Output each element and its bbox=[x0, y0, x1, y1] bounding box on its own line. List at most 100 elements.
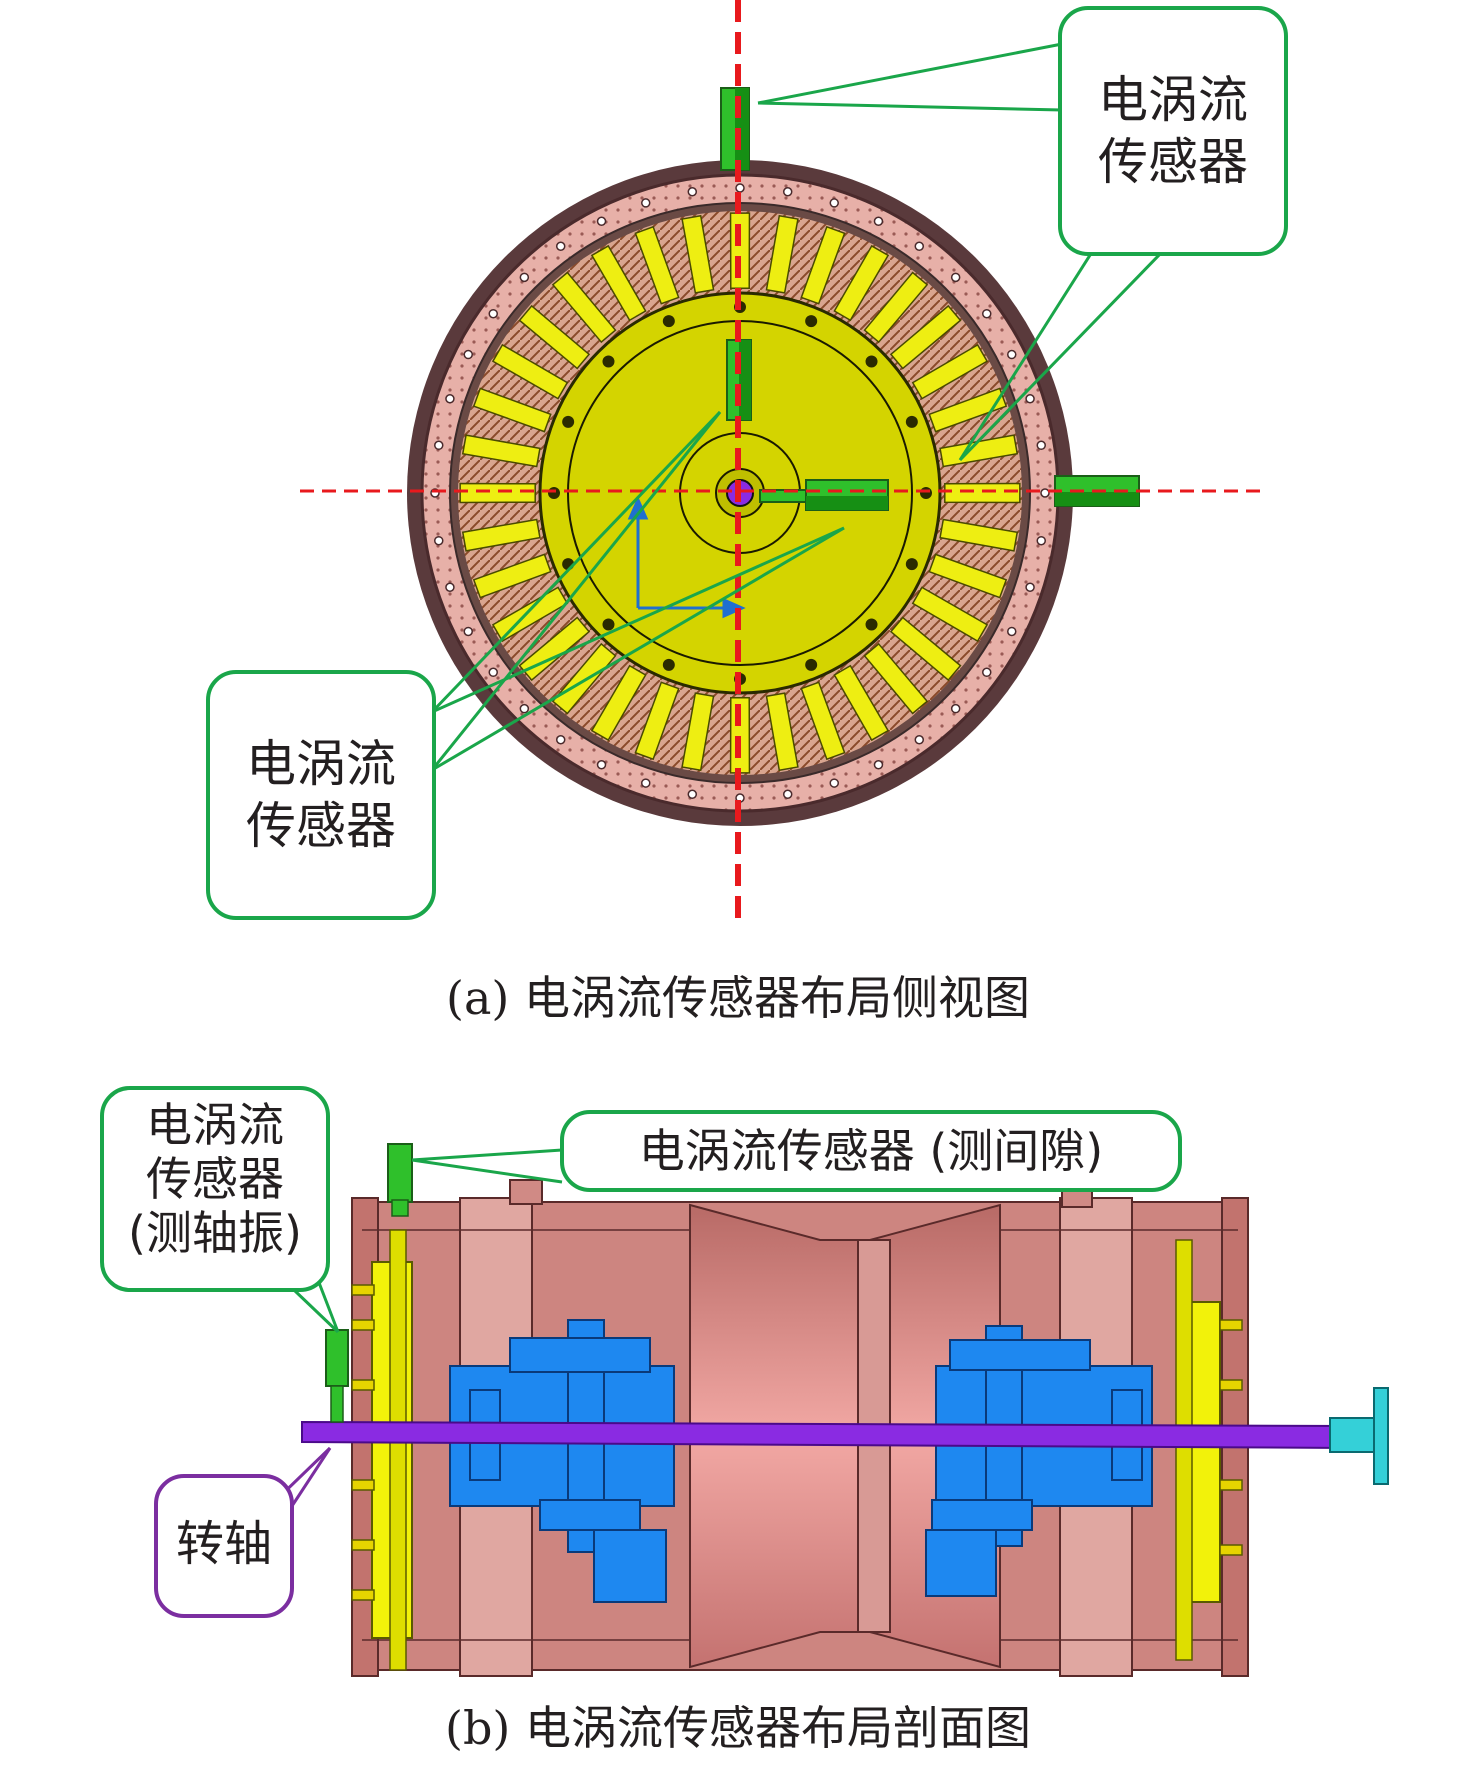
stator-tooth bbox=[928, 387, 1008, 433]
callout-line-2: 传感器 bbox=[1098, 133, 1248, 191]
callout-line-1: 电涡流 bbox=[146, 1098, 284, 1152]
housing-bolt bbox=[687, 187, 698, 197]
housing-bolt bbox=[488, 667, 498, 678]
stator-tooth bbox=[551, 642, 617, 715]
stator-tooth bbox=[863, 642, 929, 715]
housing-bolt bbox=[1040, 488, 1050, 498]
housing-bolt bbox=[445, 393, 455, 404]
housing-bolt bbox=[1036, 440, 1046, 451]
housing-bolt bbox=[1025, 582, 1035, 593]
rotor-bolt bbox=[602, 618, 615, 631]
housing-bolt bbox=[1036, 535, 1046, 546]
housing-bolt bbox=[519, 703, 530, 714]
callout-eddy-sensor-top-right: 电涡流 传感器 bbox=[1058, 6, 1288, 256]
stator-tooth bbox=[461, 518, 541, 552]
rotor-bolt bbox=[548, 487, 560, 499]
rotor-bolt bbox=[905, 558, 918, 571]
housing-bolt bbox=[782, 187, 793, 197]
housing-bolt bbox=[555, 241, 566, 251]
stator-tooth bbox=[472, 553, 552, 599]
stator-tooth bbox=[800, 225, 846, 305]
housing-bolt bbox=[914, 735, 925, 745]
housing-bolt bbox=[829, 778, 840, 788]
rotor-bolt bbox=[905, 415, 918, 428]
stator-tooth bbox=[928, 553, 1008, 599]
housing-bolt bbox=[519, 272, 530, 283]
center-lines bbox=[300, 0, 1262, 918]
callout-gap-text: 电涡流传感器 (测间隙) bbox=[638, 1124, 1104, 1178]
callout-line-1: 电涡流 bbox=[246, 735, 396, 793]
housing-bolt bbox=[434, 535, 444, 546]
stator-tooth bbox=[765, 214, 799, 294]
housing-bolt bbox=[950, 272, 961, 283]
stator-tooth bbox=[518, 304, 591, 370]
stator-tooth bbox=[551, 271, 617, 344]
housing-bolt bbox=[873, 216, 884, 226]
caption-section-view: (b) 电涡流传感器布局剖面图 bbox=[445, 1701, 1031, 1755]
rotor-bolt bbox=[865, 618, 878, 631]
callout-eddy-sensor-gap: 电涡流传感器 (测间隙) bbox=[560, 1110, 1182, 1192]
housing-bolt bbox=[434, 440, 444, 451]
stator-tooth bbox=[889, 616, 962, 682]
housing-bolt bbox=[982, 308, 992, 319]
housing-bolt bbox=[596, 760, 607, 770]
rotor-bolt bbox=[805, 658, 818, 671]
stator-tooth bbox=[911, 343, 989, 400]
stator-tooth bbox=[833, 664, 890, 742]
rotor-bolt bbox=[662, 658, 675, 671]
callout-eddy-sensor-left: 电涡流 传感器 bbox=[206, 670, 436, 920]
stator-tooth bbox=[634, 681, 680, 761]
stator-tooth bbox=[491, 343, 569, 400]
stator-tooth bbox=[590, 664, 647, 742]
housing-bolt bbox=[596, 216, 607, 226]
housing-bolt bbox=[914, 241, 925, 251]
housing-bolt bbox=[950, 703, 961, 714]
stator-teeth bbox=[459, 212, 1021, 774]
housing-bolt-circle bbox=[430, 183, 1050, 803]
stator-tooth bbox=[472, 387, 552, 433]
vibration-sensor bbox=[325, 1329, 349, 1423]
stator-tooth bbox=[459, 482, 536, 504]
caption-side-view: (a) 电涡流传感器布局侧视图 bbox=[446, 971, 1030, 1025]
stator-tooth bbox=[889, 304, 962, 370]
callout-eddy-sensor-vibration: 电涡流 传感器 (测轴振) bbox=[100, 1086, 330, 1292]
stator-tooth bbox=[800, 681, 846, 761]
stator-tooth bbox=[461, 434, 541, 468]
stator-tooth bbox=[590, 244, 647, 322]
side-view-diagram bbox=[300, 0, 1262, 918]
housing-bolt bbox=[445, 582, 455, 593]
housing-bolt bbox=[463, 626, 473, 637]
stator-tooth bbox=[634, 225, 680, 305]
rotor-bolt bbox=[865, 355, 878, 368]
callout-line-2: 传感器 bbox=[246, 797, 396, 855]
housing-bolt bbox=[735, 183, 745, 193]
housing-bolt bbox=[1007, 626, 1017, 637]
housing-bolt bbox=[782, 789, 793, 799]
callout-leaders-a bbox=[430, 42, 1164, 772]
housing-bolt bbox=[829, 198, 840, 208]
stator-tooth bbox=[939, 518, 1019, 552]
callout-line-2: 传感器 bbox=[146, 1152, 284, 1206]
stator-tooth bbox=[833, 244, 890, 322]
housing-bolt bbox=[1007, 349, 1017, 360]
housing-bolt bbox=[488, 308, 498, 319]
housing-bolt bbox=[640, 198, 651, 208]
stator-tooth bbox=[911, 586, 989, 643]
shaft-end-coupling bbox=[1329, 1387, 1389, 1485]
stator-tooth bbox=[944, 482, 1021, 504]
eddy-sensor-right-inner bbox=[759, 479, 889, 511]
housing-bolt bbox=[873, 760, 884, 770]
housing-bolt bbox=[640, 778, 651, 788]
callout-line-3: (测轴振) bbox=[128, 1206, 302, 1260]
rotor-bolt bbox=[662, 315, 675, 328]
callout-shaft: 转轴 bbox=[154, 1474, 294, 1618]
callout-line-1: 电涡流 bbox=[1098, 71, 1248, 129]
gap-sensor bbox=[387, 1143, 413, 1217]
rotor-bolt bbox=[805, 315, 818, 328]
rotor-bolt bbox=[920, 487, 932, 499]
housing-bolt bbox=[463, 349, 473, 360]
housing-bolt bbox=[687, 789, 698, 799]
housing-bolt bbox=[555, 735, 566, 745]
stator-tooth bbox=[681, 692, 715, 772]
